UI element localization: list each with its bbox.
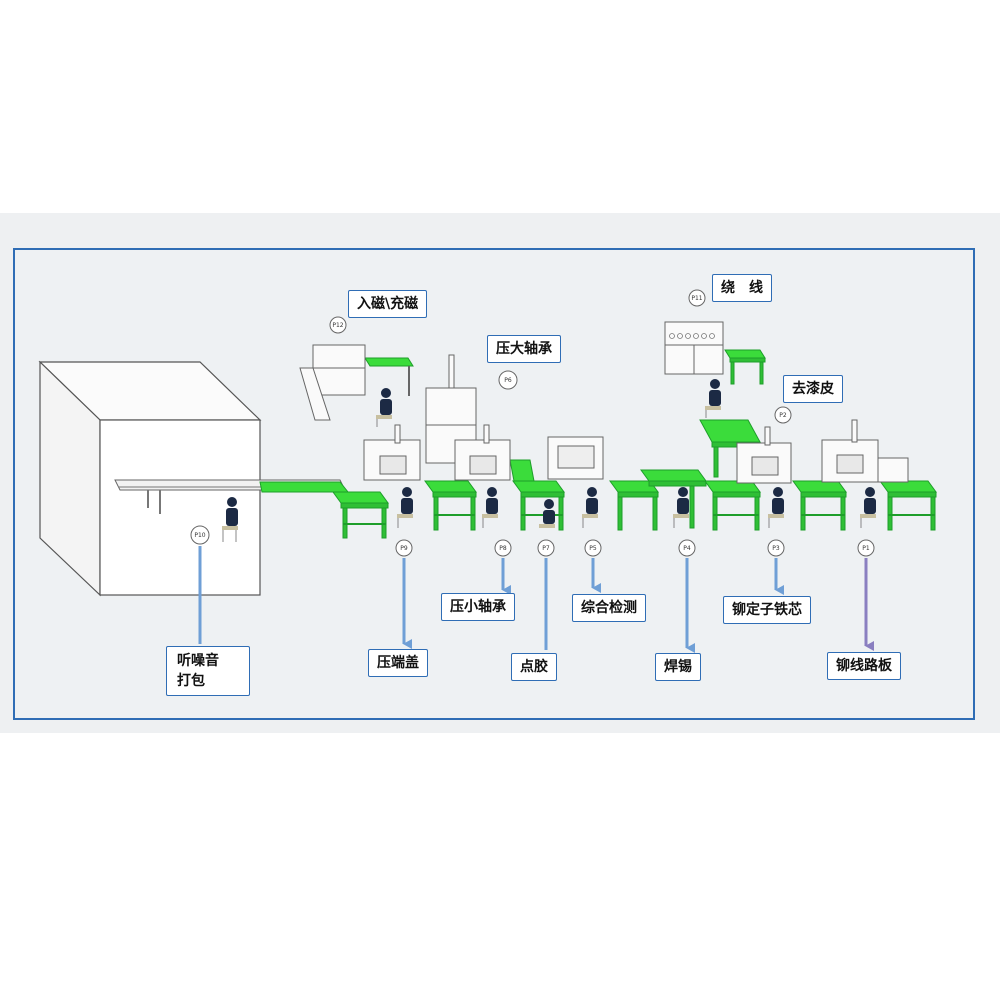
label-p11: 绕 线 [712, 274, 772, 302]
tag-p3: P3 [767, 539, 785, 557]
workers [222, 379, 876, 542]
tag-p12-text: P12 [332, 322, 343, 329]
label-p5: 综合检测 [572, 594, 646, 622]
tag-p9-text: P9 [400, 545, 408, 552]
label-p6: 压大轴承 [487, 335, 561, 363]
label-arrows [198, 546, 874, 653]
label-p1: 铆线路板 [827, 652, 901, 680]
tag-p10: P10 [190, 525, 210, 545]
label-p10-line2: 打包 [177, 673, 205, 689]
label-p10: 听噪音 打包 [166, 646, 250, 696]
tag-p6: P6 [498, 370, 518, 390]
output-conveyor [114, 479, 350, 514]
label-p12: 入磁\充磁 [348, 290, 428, 318]
tag-p9: P9 [395, 539, 413, 557]
tag-p3-text: P3 [772, 545, 780, 552]
tag-p12: P12 [329, 316, 347, 334]
workbenches [332, 349, 937, 539]
label-p2: 去漆皮 [783, 375, 843, 403]
tag-p11: P11 [688, 289, 706, 307]
press-machines [299, 321, 909, 484]
station-tags: P10 P9 P8 P7 P5 P4 P3 P1 P6 P2 P11 P12 [190, 289, 875, 557]
label-p3: 铆定子铁芯 [723, 596, 811, 624]
tag-p10-text: P10 [194, 532, 205, 539]
label-p7: 点胶 [511, 653, 557, 681]
tag-p2: P2 [774, 406, 792, 424]
tag-p8-text: P8 [499, 545, 507, 552]
packing-room [38, 360, 262, 597]
tag-p7: P7 [537, 539, 555, 557]
label-p10-line1: 听噪音 [177, 653, 219, 669]
tag-p4: P4 [678, 539, 696, 557]
winding-spools [669, 333, 715, 339]
tag-p11-text: P11 [691, 295, 702, 302]
label-p9: 压端盖 [368, 649, 428, 677]
tag-p1-text: P1 [862, 545, 870, 552]
tag-p6-text: P6 [504, 377, 512, 384]
tag-p5-text: P5 [589, 545, 597, 552]
tag-p8: P8 [494, 539, 512, 557]
tag-p4-text: P4 [683, 545, 691, 552]
tag-p5: P5 [584, 539, 602, 557]
tag-p2-text: P2 [779, 412, 787, 419]
tag-p1: P1 [857, 539, 875, 557]
tag-p7-text: P7 [542, 545, 550, 552]
label-p4: 焊锡 [655, 653, 701, 681]
label-p8: 压小轴承 [441, 593, 515, 621]
